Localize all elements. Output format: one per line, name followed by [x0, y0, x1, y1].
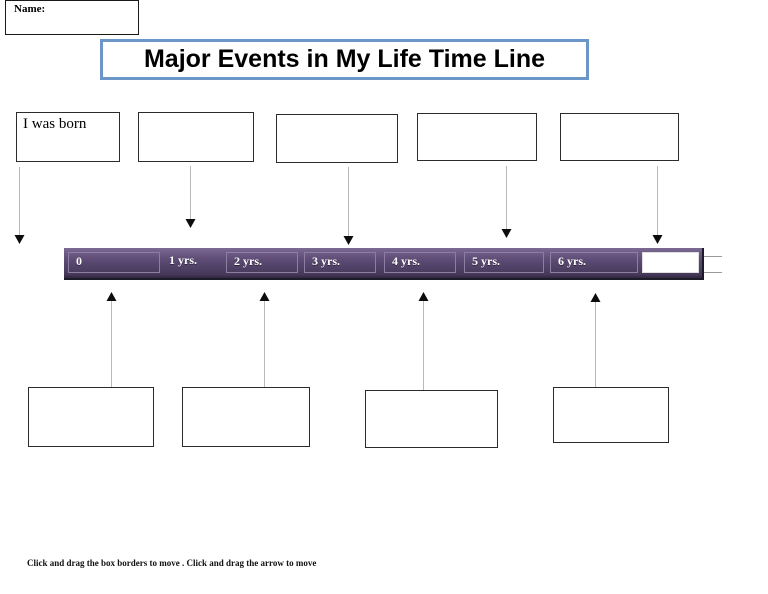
down-arrow-5[interactable] — [652, 166, 663, 244]
timeline-cell-4-label: 3 yrs. — [312, 254, 340, 268]
timeline-cell-3[interactable]: 2 yrs. — [226, 252, 298, 273]
name-field-box[interactable]: Name: — [5, 0, 139, 35]
page-title: Major Events in My Life Time Line — [143, 45, 545, 73]
bottom-event-box-2[interactable] — [182, 387, 310, 447]
top-event-box-1[interactable]: I was born — [16, 112, 120, 162]
down-arrow-2[interactable] — [185, 166, 196, 228]
top-event-box-4[interactable] — [417, 113, 537, 161]
top-event-box-1-text: I was born — [23, 116, 87, 132]
timeline-cell-6-label: 5 yrs. — [472, 254, 500, 268]
bottom-event-box-1[interactable] — [28, 387, 154, 447]
timeline-cell-5-label: 4 yrs. — [392, 254, 420, 268]
timeline-handle-line-bottom[interactable] — [704, 272, 722, 273]
top-event-box-5[interactable] — [560, 113, 679, 161]
up-arrow-2[interactable] — [259, 292, 270, 388]
title-banner[interactable]: Major Events in My Life Time Line — [100, 39, 589, 80]
timeline-cell-2-label: 1 yrs. — [169, 253, 197, 267]
down-arrow-4[interactable] — [501, 166, 512, 238]
timeline-bar[interactable]: 0 1 yrs. 2 yrs. 3 yrs. 4 yrs. 5 yrs. 6 yrs. — [64, 248, 704, 280]
timeline-cell-4[interactable]: 3 yrs. — [304, 252, 376, 273]
top-event-box-2[interactable] — [138, 112, 254, 162]
down-arrow-1[interactable] — [14, 167, 25, 244]
timeline-cell-1-label: 0 — [76, 254, 82, 268]
timeline-empty-cell[interactable] — [642, 252, 699, 273]
down-arrow-3[interactable] — [343, 167, 354, 245]
timeline-cell-5[interactable]: 4 yrs. — [384, 252, 456, 273]
up-arrow-4[interactable] — [590, 293, 601, 388]
instructions-note: Click and drag the box borders to move .… — [27, 558, 317, 568]
timeline-cell-7[interactable]: 6 yrs. — [550, 252, 638, 273]
timeline-cell-1[interactable]: 0 — [68, 252, 160, 273]
timeline-cell-2[interactable]: 1 yrs. — [162, 252, 224, 273]
bottom-event-box-4[interactable] — [553, 387, 669, 443]
name-field-label: Name: — [14, 3, 46, 15]
up-arrow-1[interactable] — [106, 292, 117, 388]
timeline-cell-7-label: 6 yrs. — [558, 254, 586, 268]
timeline-handle-line-top[interactable] — [704, 256, 722, 257]
timeline-cell-6[interactable]: 5 yrs. — [464, 252, 544, 273]
timeline-cell-3-label: 2 yrs. — [234, 254, 262, 268]
bottom-event-box-3[interactable] — [365, 390, 498, 448]
up-arrow-3[interactable] — [418, 292, 429, 390]
top-event-box-3[interactable] — [276, 114, 398, 163]
